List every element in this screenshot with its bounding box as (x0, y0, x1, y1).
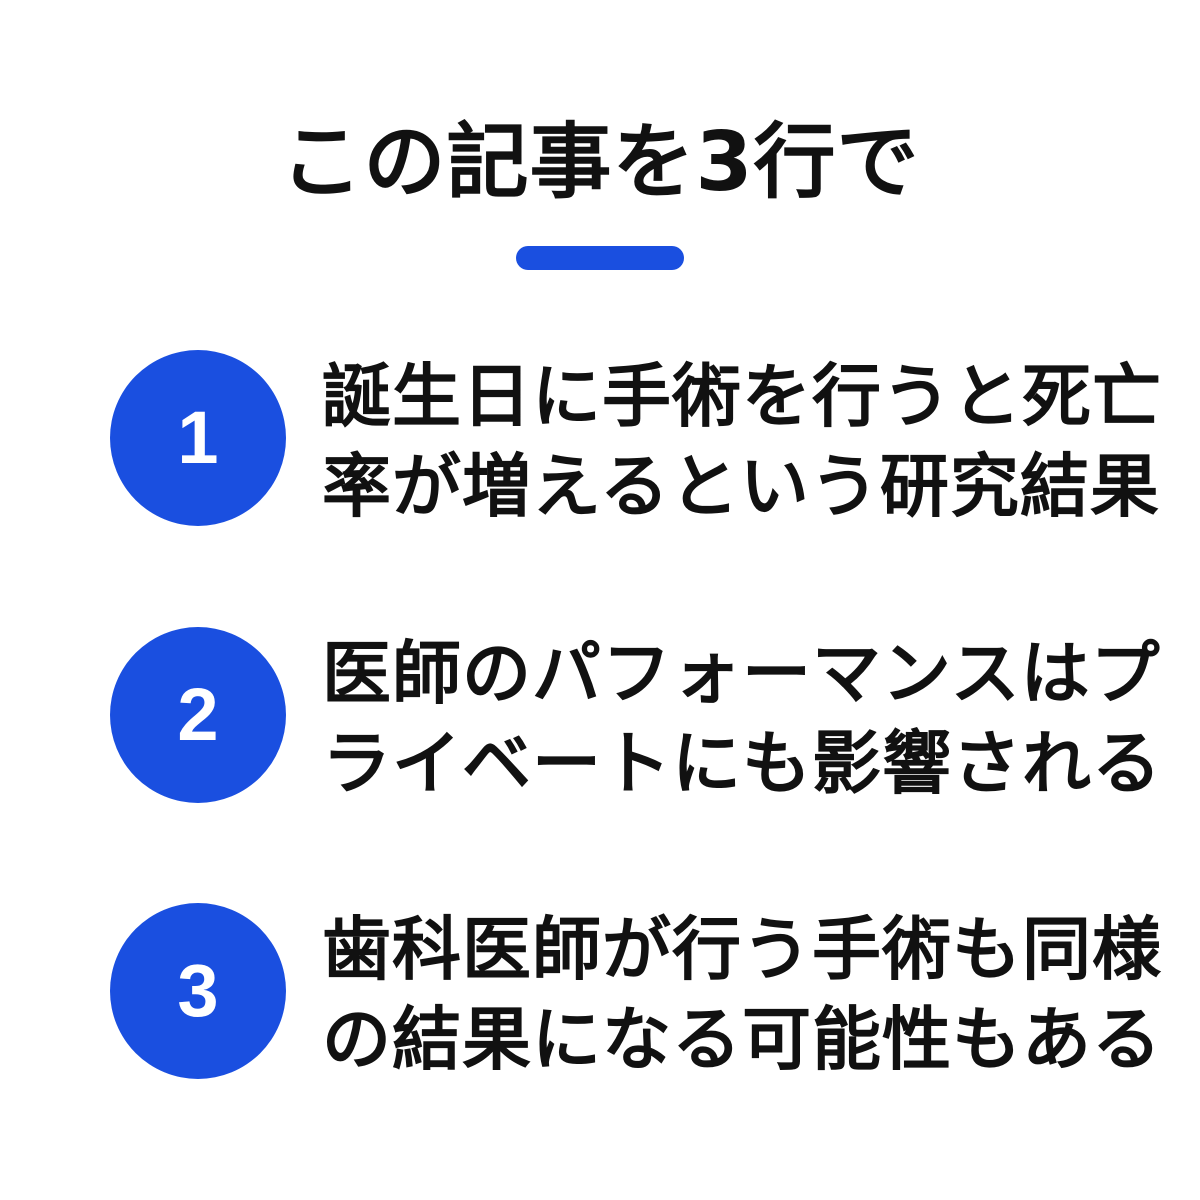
number-badge-2: 2 (110, 627, 286, 803)
summary-line: 歯科医師が行う手術も同様 (322, 910, 1162, 990)
summary-line: ライベートにも影響される (322, 724, 1162, 804)
summary-line: 誕生日に手術を行うと死亡 (322, 357, 1162, 437)
summary-item-3: 3 歯科医師が行う手術も同様 の結果になる可能性もある (0, 903, 1200, 1083)
summary-line: の結果になる可能性もある (322, 1000, 1162, 1080)
number-badge-3: 3 (110, 903, 286, 1079)
summary-text-2: 医師のパフォーマンスはプ ライベートにも影響される (322, 629, 1162, 809)
number-badge-1: 1 (110, 350, 286, 526)
summary-text-1: 誕生日に手術を行うと死亡 率が増えるという研究結果 (322, 352, 1162, 532)
summary-text-3: 歯科医師が行う手術も同様 の結果になる可能性もある (322, 905, 1162, 1085)
title-underline (516, 246, 684, 270)
summary-line: 率が増えるという研究結果 (322, 447, 1160, 527)
page-title: この記事を3行で (280, 115, 920, 210)
summary-line: 医師のパフォーマンスはプ (322, 634, 1161, 714)
summary-item-1: 1 誕生日に手術を行うと死亡 率が増えるという研究結果 (0, 350, 1200, 530)
summary-item-2: 2 医師のパフォーマンスはプ ライベートにも影響される (0, 627, 1200, 807)
